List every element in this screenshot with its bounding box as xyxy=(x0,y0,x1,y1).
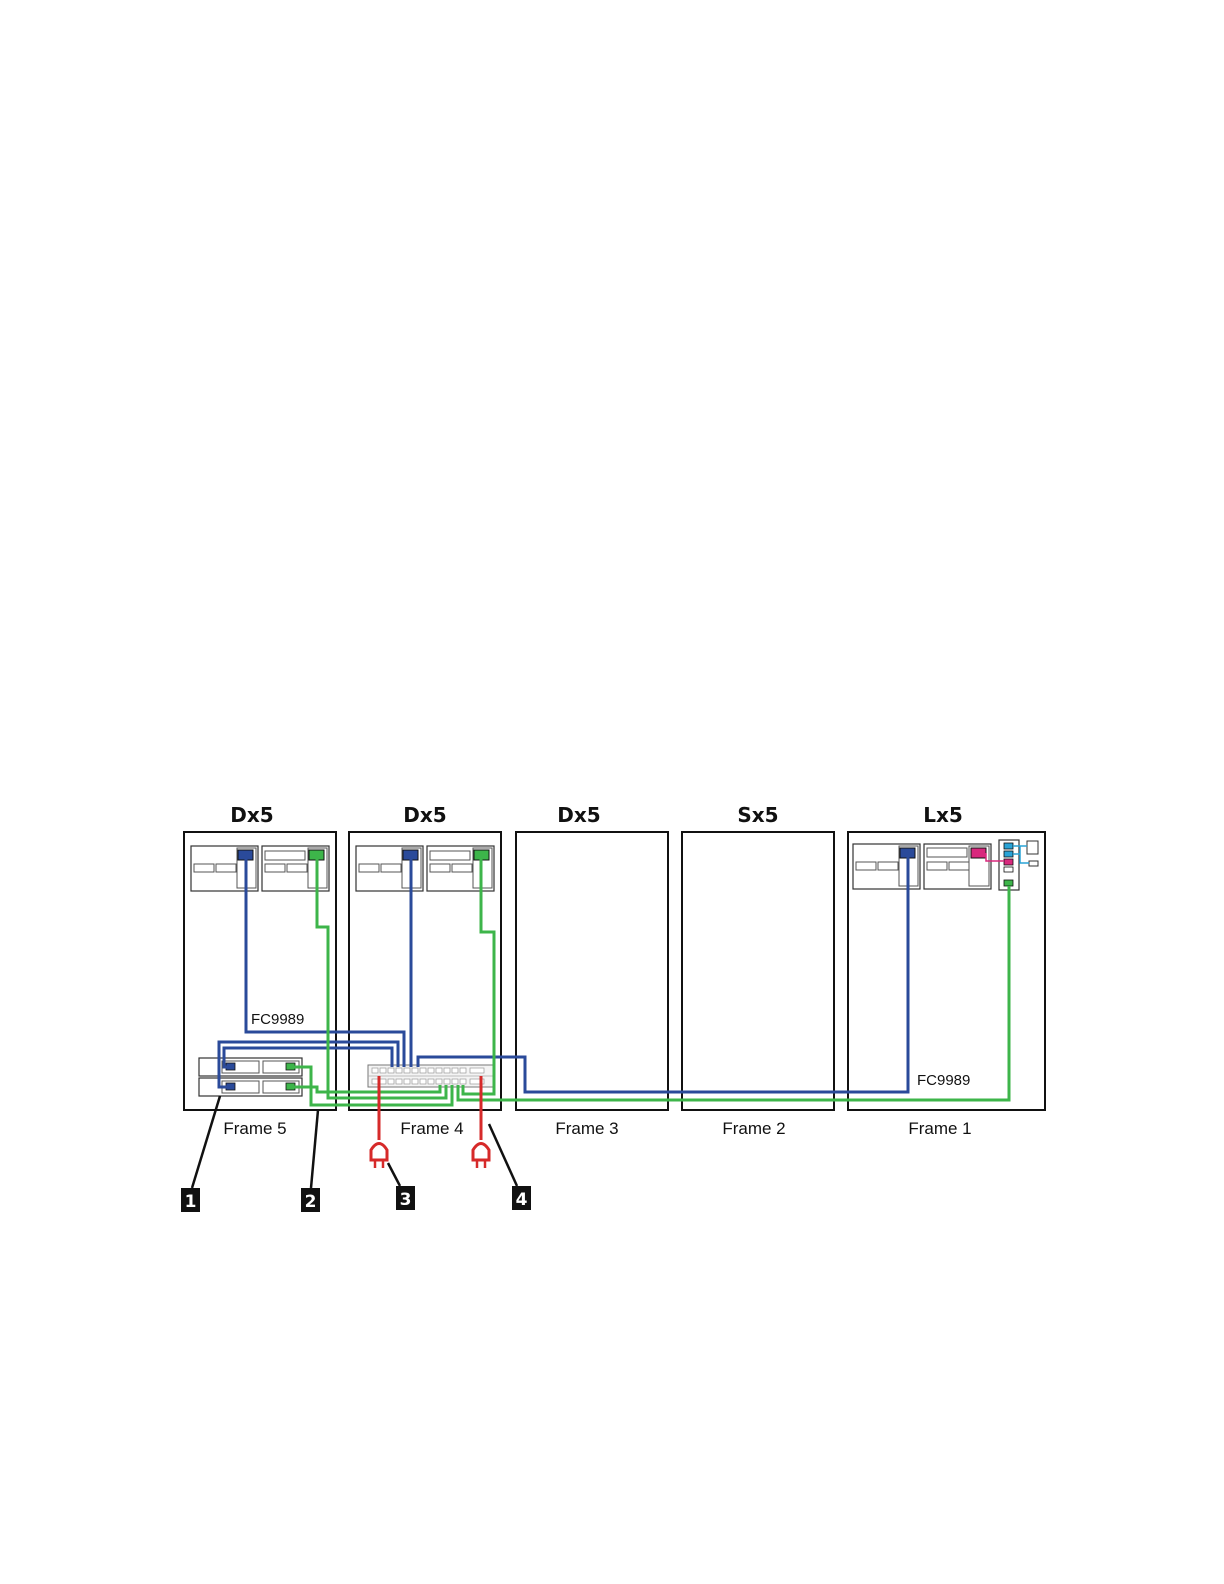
frame-4-patch-panel xyxy=(368,1065,493,1087)
callout-4-leader xyxy=(489,1124,517,1186)
frame-1-label: Frame 1 xyxy=(908,1119,971,1138)
frame-2-box xyxy=(682,832,834,1110)
power-plug-icon xyxy=(473,1144,489,1169)
frame-5-node-left xyxy=(191,846,258,891)
frame-4-node-right xyxy=(427,846,494,891)
svg-text:4: 4 xyxy=(516,1190,528,1210)
frame-5-node-right xyxy=(262,846,329,891)
frame-1-type: Lx5 xyxy=(923,803,963,827)
frame-5-type: Dx5 xyxy=(230,803,273,827)
callout-3-leader xyxy=(388,1163,400,1186)
frame-4-node-left xyxy=(356,846,423,891)
frame-4-type: Dx5 xyxy=(403,803,446,827)
frame-5-label: Frame 5 xyxy=(223,1119,286,1138)
fc-label-frame-1: FC9989 xyxy=(917,1072,970,1089)
frame-3-label: Frame 3 xyxy=(555,1119,618,1138)
frame-2-label: Frame 2 xyxy=(722,1119,785,1138)
frame-4-label: Frame 4 xyxy=(400,1119,463,1138)
callout-1: 1 xyxy=(181,1188,200,1212)
callout-2-leader xyxy=(311,1110,318,1188)
svg-text:3: 3 xyxy=(400,1190,412,1210)
frame-1-node-right xyxy=(924,844,991,889)
fc-label-frame-5: FC9989 xyxy=(251,1011,304,1028)
frame-2-type: Sx5 xyxy=(737,803,778,827)
callout-4: 4 xyxy=(512,1186,531,1210)
frame-3-box xyxy=(516,832,668,1110)
frame-3-type: Dx5 xyxy=(557,803,600,827)
svg-text:1: 1 xyxy=(185,1192,197,1212)
svg-text:2: 2 xyxy=(305,1192,317,1212)
power-plug-icon xyxy=(371,1144,387,1169)
callout-2: 2 xyxy=(301,1188,320,1212)
frame-1-node-left xyxy=(853,844,920,889)
callout-3: 3 xyxy=(396,1186,415,1210)
